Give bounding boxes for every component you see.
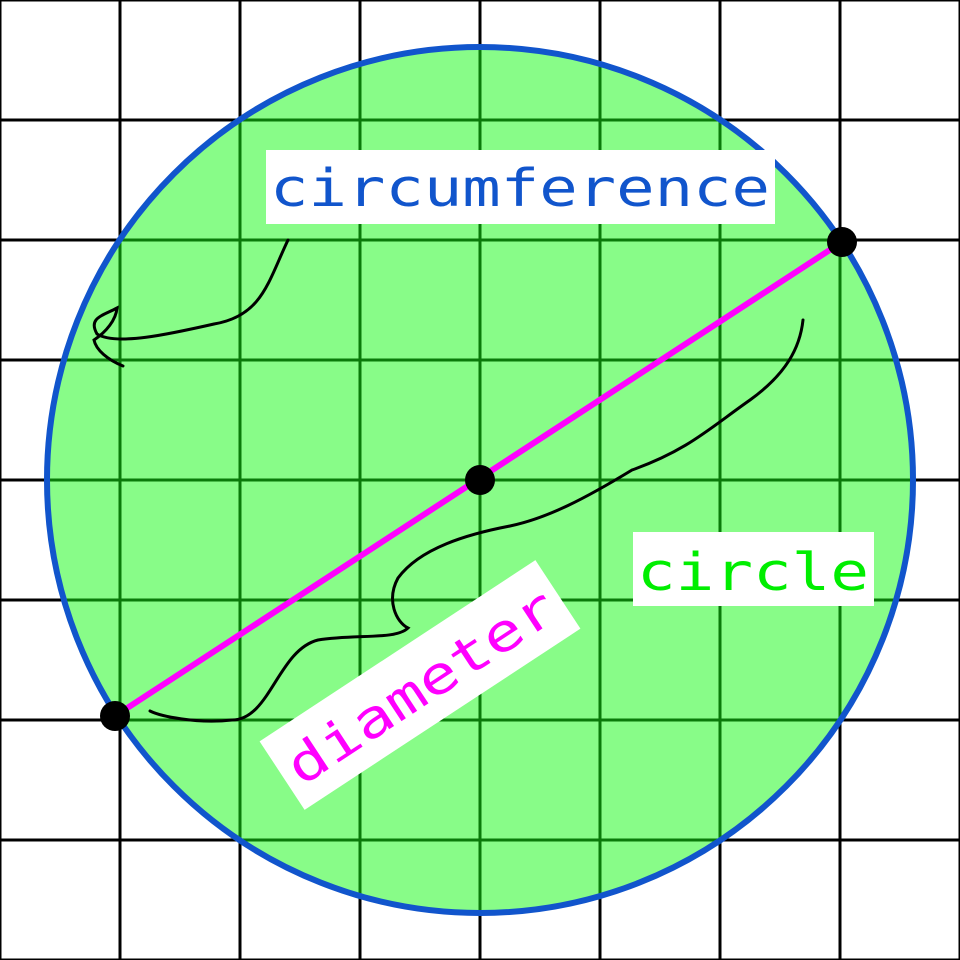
diameter-label-bg <box>259 560 581 810</box>
circle-label: circle <box>633 532 874 606</box>
circumference-pointer-curve <box>92 238 290 368</box>
circumference-label-text: circumference <box>270 159 770 219</box>
circle-label-bg <box>633 532 874 606</box>
diameter-pointer-curve <box>148 318 805 723</box>
circle-label-text: circle <box>637 543 869 603</box>
endpoint-dot <box>100 701 130 731</box>
center-dot <box>465 465 495 495</box>
circumference-label-bg <box>266 150 775 224</box>
circumference-outline <box>44 44 916 916</box>
endpoint-dot <box>827 227 857 257</box>
circumference-label: circumference <box>266 150 775 224</box>
